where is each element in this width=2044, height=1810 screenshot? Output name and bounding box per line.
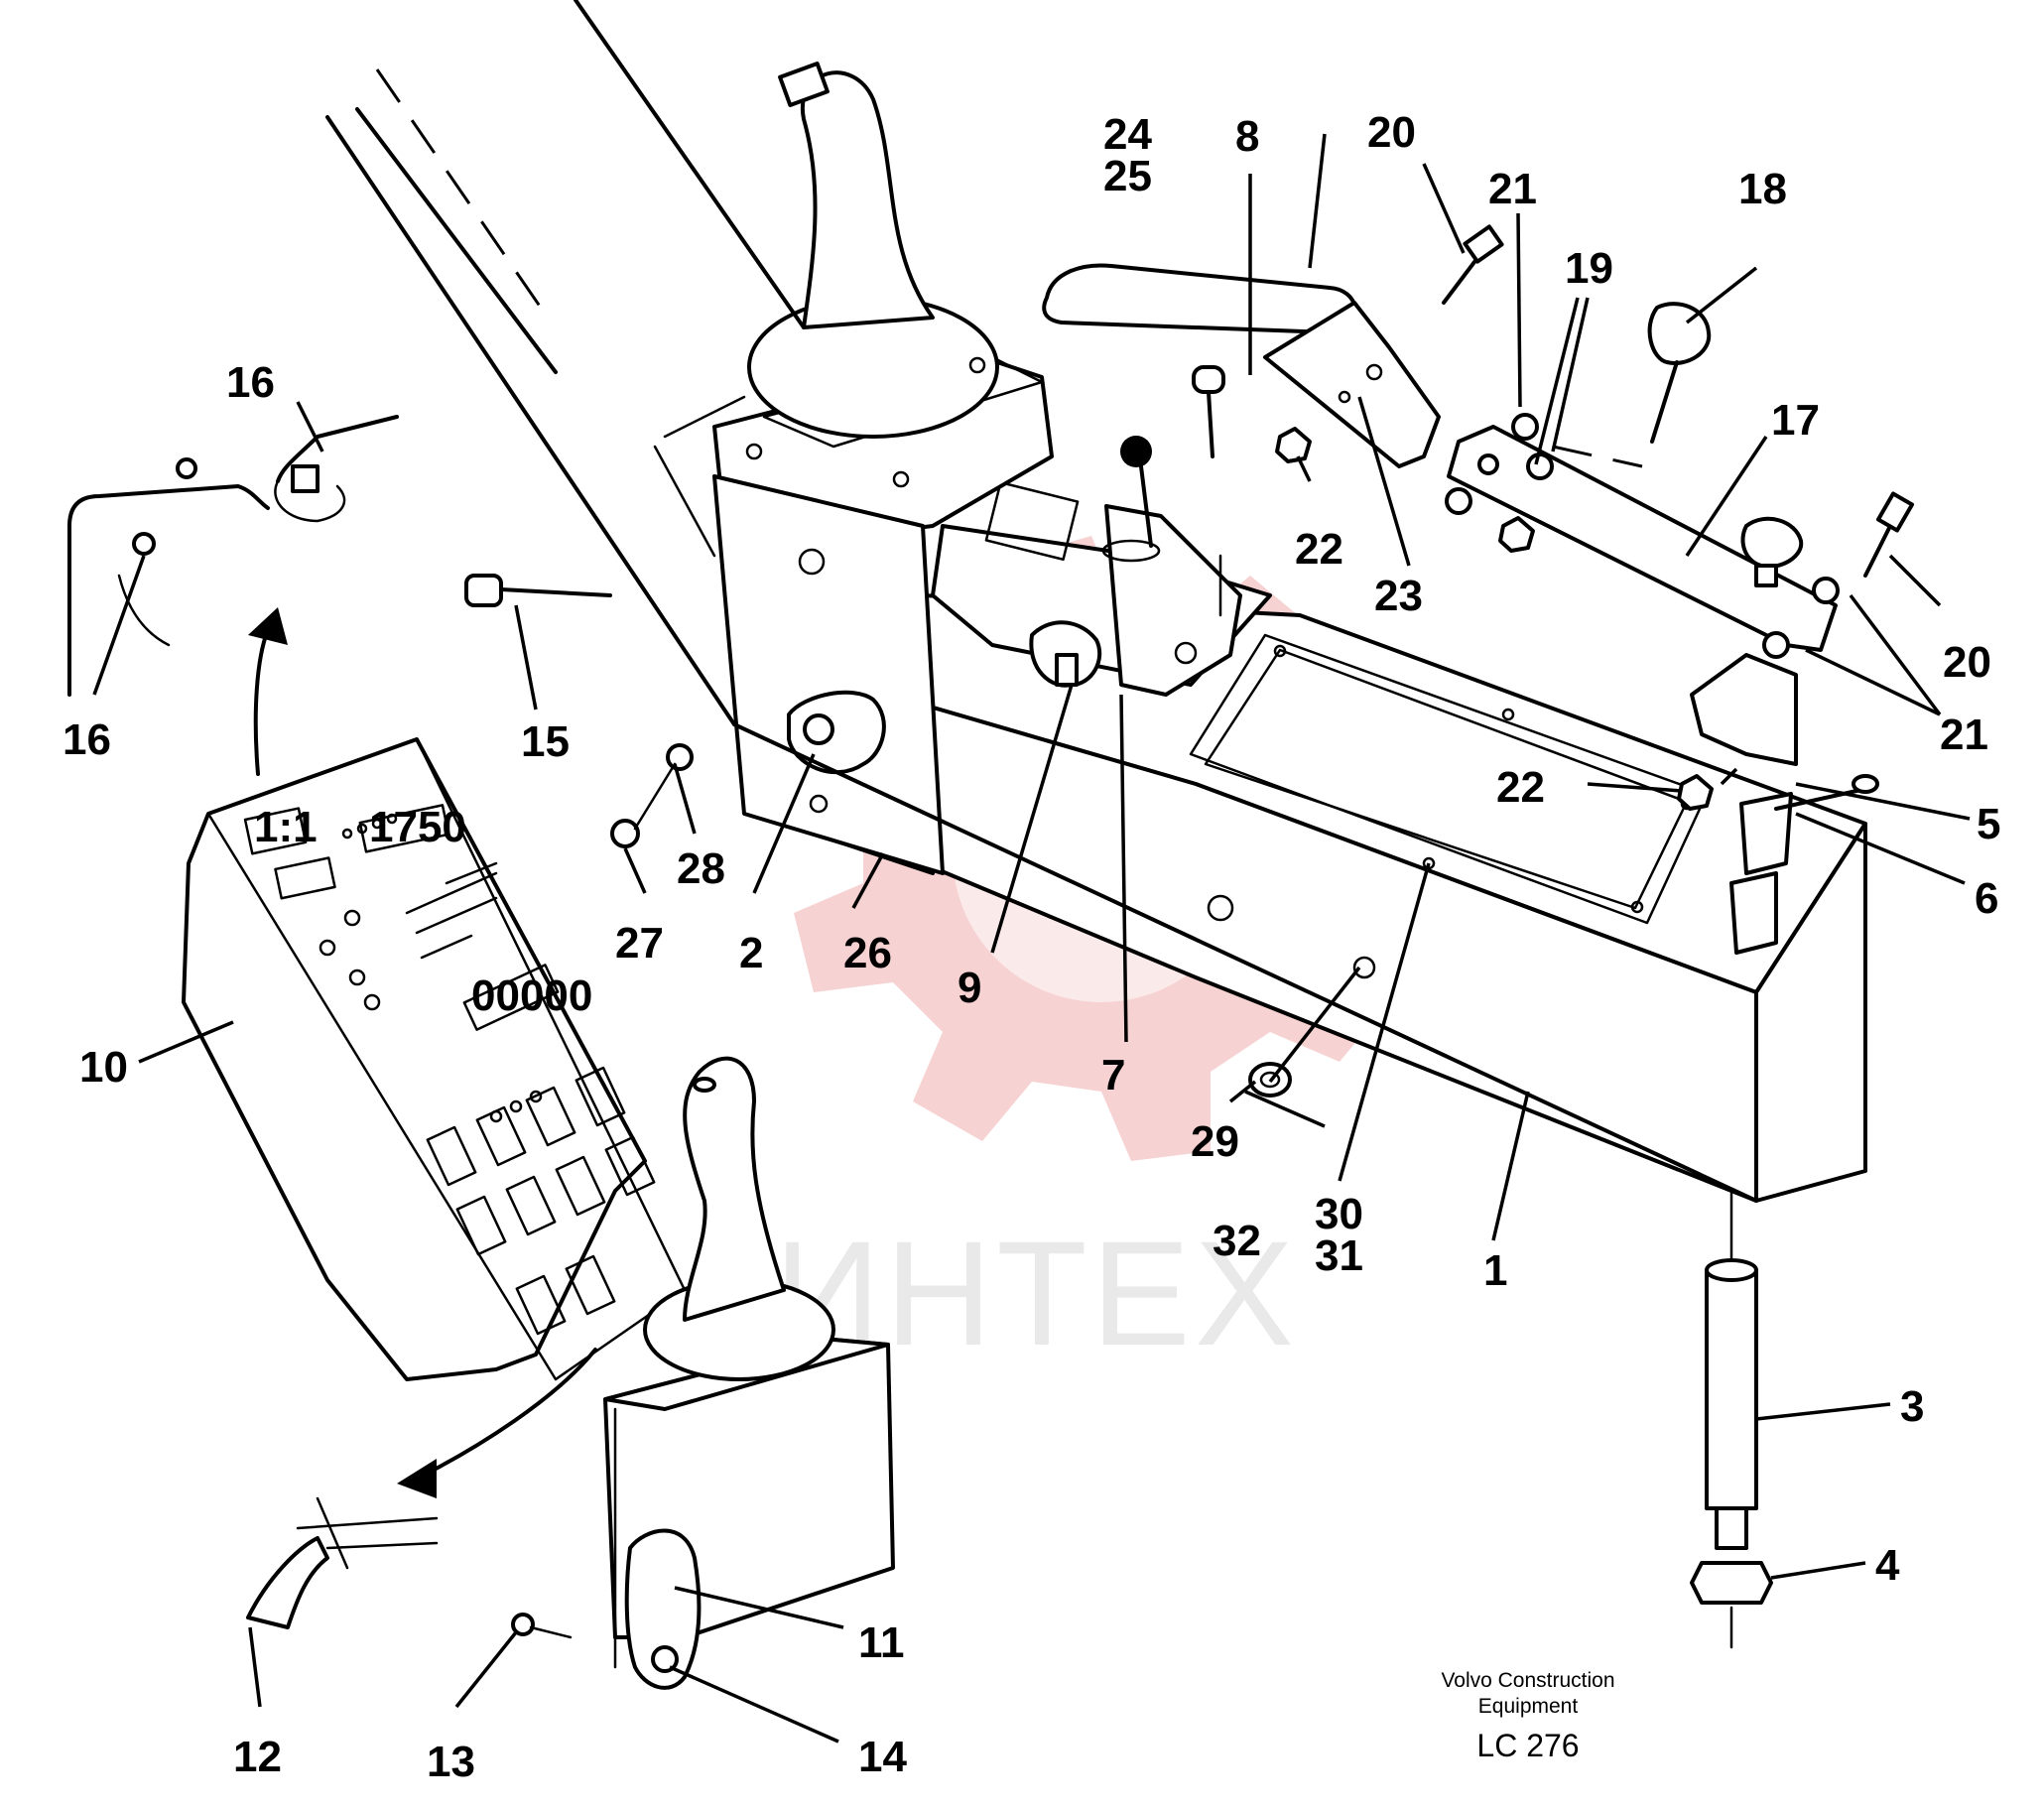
callout-7: 7: [1101, 1051, 1125, 1099]
right-joystick-assembly: [712, 62, 1054, 875]
bar-17: [1275, 224, 1915, 811]
callout-21b: 21: [1940, 711, 1988, 759]
panel-display-3: 00000: [471, 971, 592, 1020]
callout-23: 23: [1374, 572, 1423, 620]
callout-5: 5: [1977, 800, 2000, 848]
arrow-left-icon: [397, 1459, 437, 1498]
arrow-up-icon: [248, 607, 288, 645]
caption-code: LC 276: [1476, 1728, 1579, 1763]
knob-9: [1029, 620, 1102, 688]
caption-line-2: Equipment: [1478, 1695, 1579, 1718]
caption-line-1: Volvo Construction: [1441, 1669, 1614, 1692]
panel-display-2: 1750: [369, 803, 466, 851]
standoff-3-4: [1690, 1189, 1773, 1649]
caption: Volvo Construction Equipment LC 276: [1441, 1669, 1614, 1763]
clip-16: [67, 415, 399, 697]
callout-29: 29: [1191, 1117, 1239, 1166]
callout-16a: 16: [226, 358, 275, 407]
callout-20a: 20: [1367, 108, 1416, 157]
callout-8: 8: [1235, 112, 1259, 161]
callout-17: 17: [1771, 396, 1820, 445]
callout-20b: 20: [1943, 638, 1991, 687]
callouts: 1 2 3 4 5 6 7 8 9 10 11 12 13 14 15 16 1…: [63, 108, 2000, 1786]
callout-16b: 16: [63, 715, 111, 764]
panel-indicators: [319, 813, 543, 1123]
leader-lines: [92, 133, 1971, 1744]
callout-10: 10: [79, 1043, 128, 1092]
callout-4: 4: [1875, 1541, 1900, 1590]
gear-lever-housing: [931, 436, 1272, 697]
frame-lines: [325, 0, 1758, 1203]
callout-32: 32: [1213, 1217, 1261, 1265]
callout-11: 11: [858, 1618, 905, 1667]
callout-30: 30: [1315, 1190, 1363, 1238]
callout-12: 12: [233, 1733, 282, 1781]
bracket-5-6: [1690, 653, 1879, 955]
callout-3: 3: [1900, 1382, 1924, 1431]
callout-18: 18: [1738, 165, 1787, 213]
callout-14: 14: [858, 1733, 907, 1781]
control-panel-10: 1:1 1750 00000: [182, 607, 687, 1498]
callout-2: 2: [739, 929, 763, 977]
callout-24: 24: [1103, 110, 1152, 159]
callout-15: 15: [521, 717, 570, 766]
callout-19: 19: [1565, 244, 1613, 293]
bolt-8: [1192, 365, 1225, 458]
bolt-15-group: [464, 574, 694, 848]
callout-31: 31: [1315, 1231, 1363, 1280]
armrest: [1042, 263, 1441, 468]
callout-1: 1: [1483, 1246, 1507, 1295]
gear-knob-icon: [1120, 436, 1152, 467]
callout-27: 27: [615, 919, 664, 968]
callout-21a: 21: [1488, 165, 1537, 213]
callout-26: 26: [843, 929, 892, 977]
clip-12: [246, 1496, 439, 1629]
callout-6: 6: [1975, 874, 1998, 923]
callout-22b: 22: [1496, 763, 1545, 812]
callout-28: 28: [677, 844, 725, 893]
callout-22a: 22: [1295, 525, 1343, 574]
callout-9: 9: [958, 964, 981, 1012]
left-joystick-assembly: [511, 1056, 895, 1690]
callout-25: 25: [1103, 152, 1152, 200]
callout-13: 13: [427, 1738, 475, 1786]
panel-display-1: 1:1: [254, 803, 318, 851]
